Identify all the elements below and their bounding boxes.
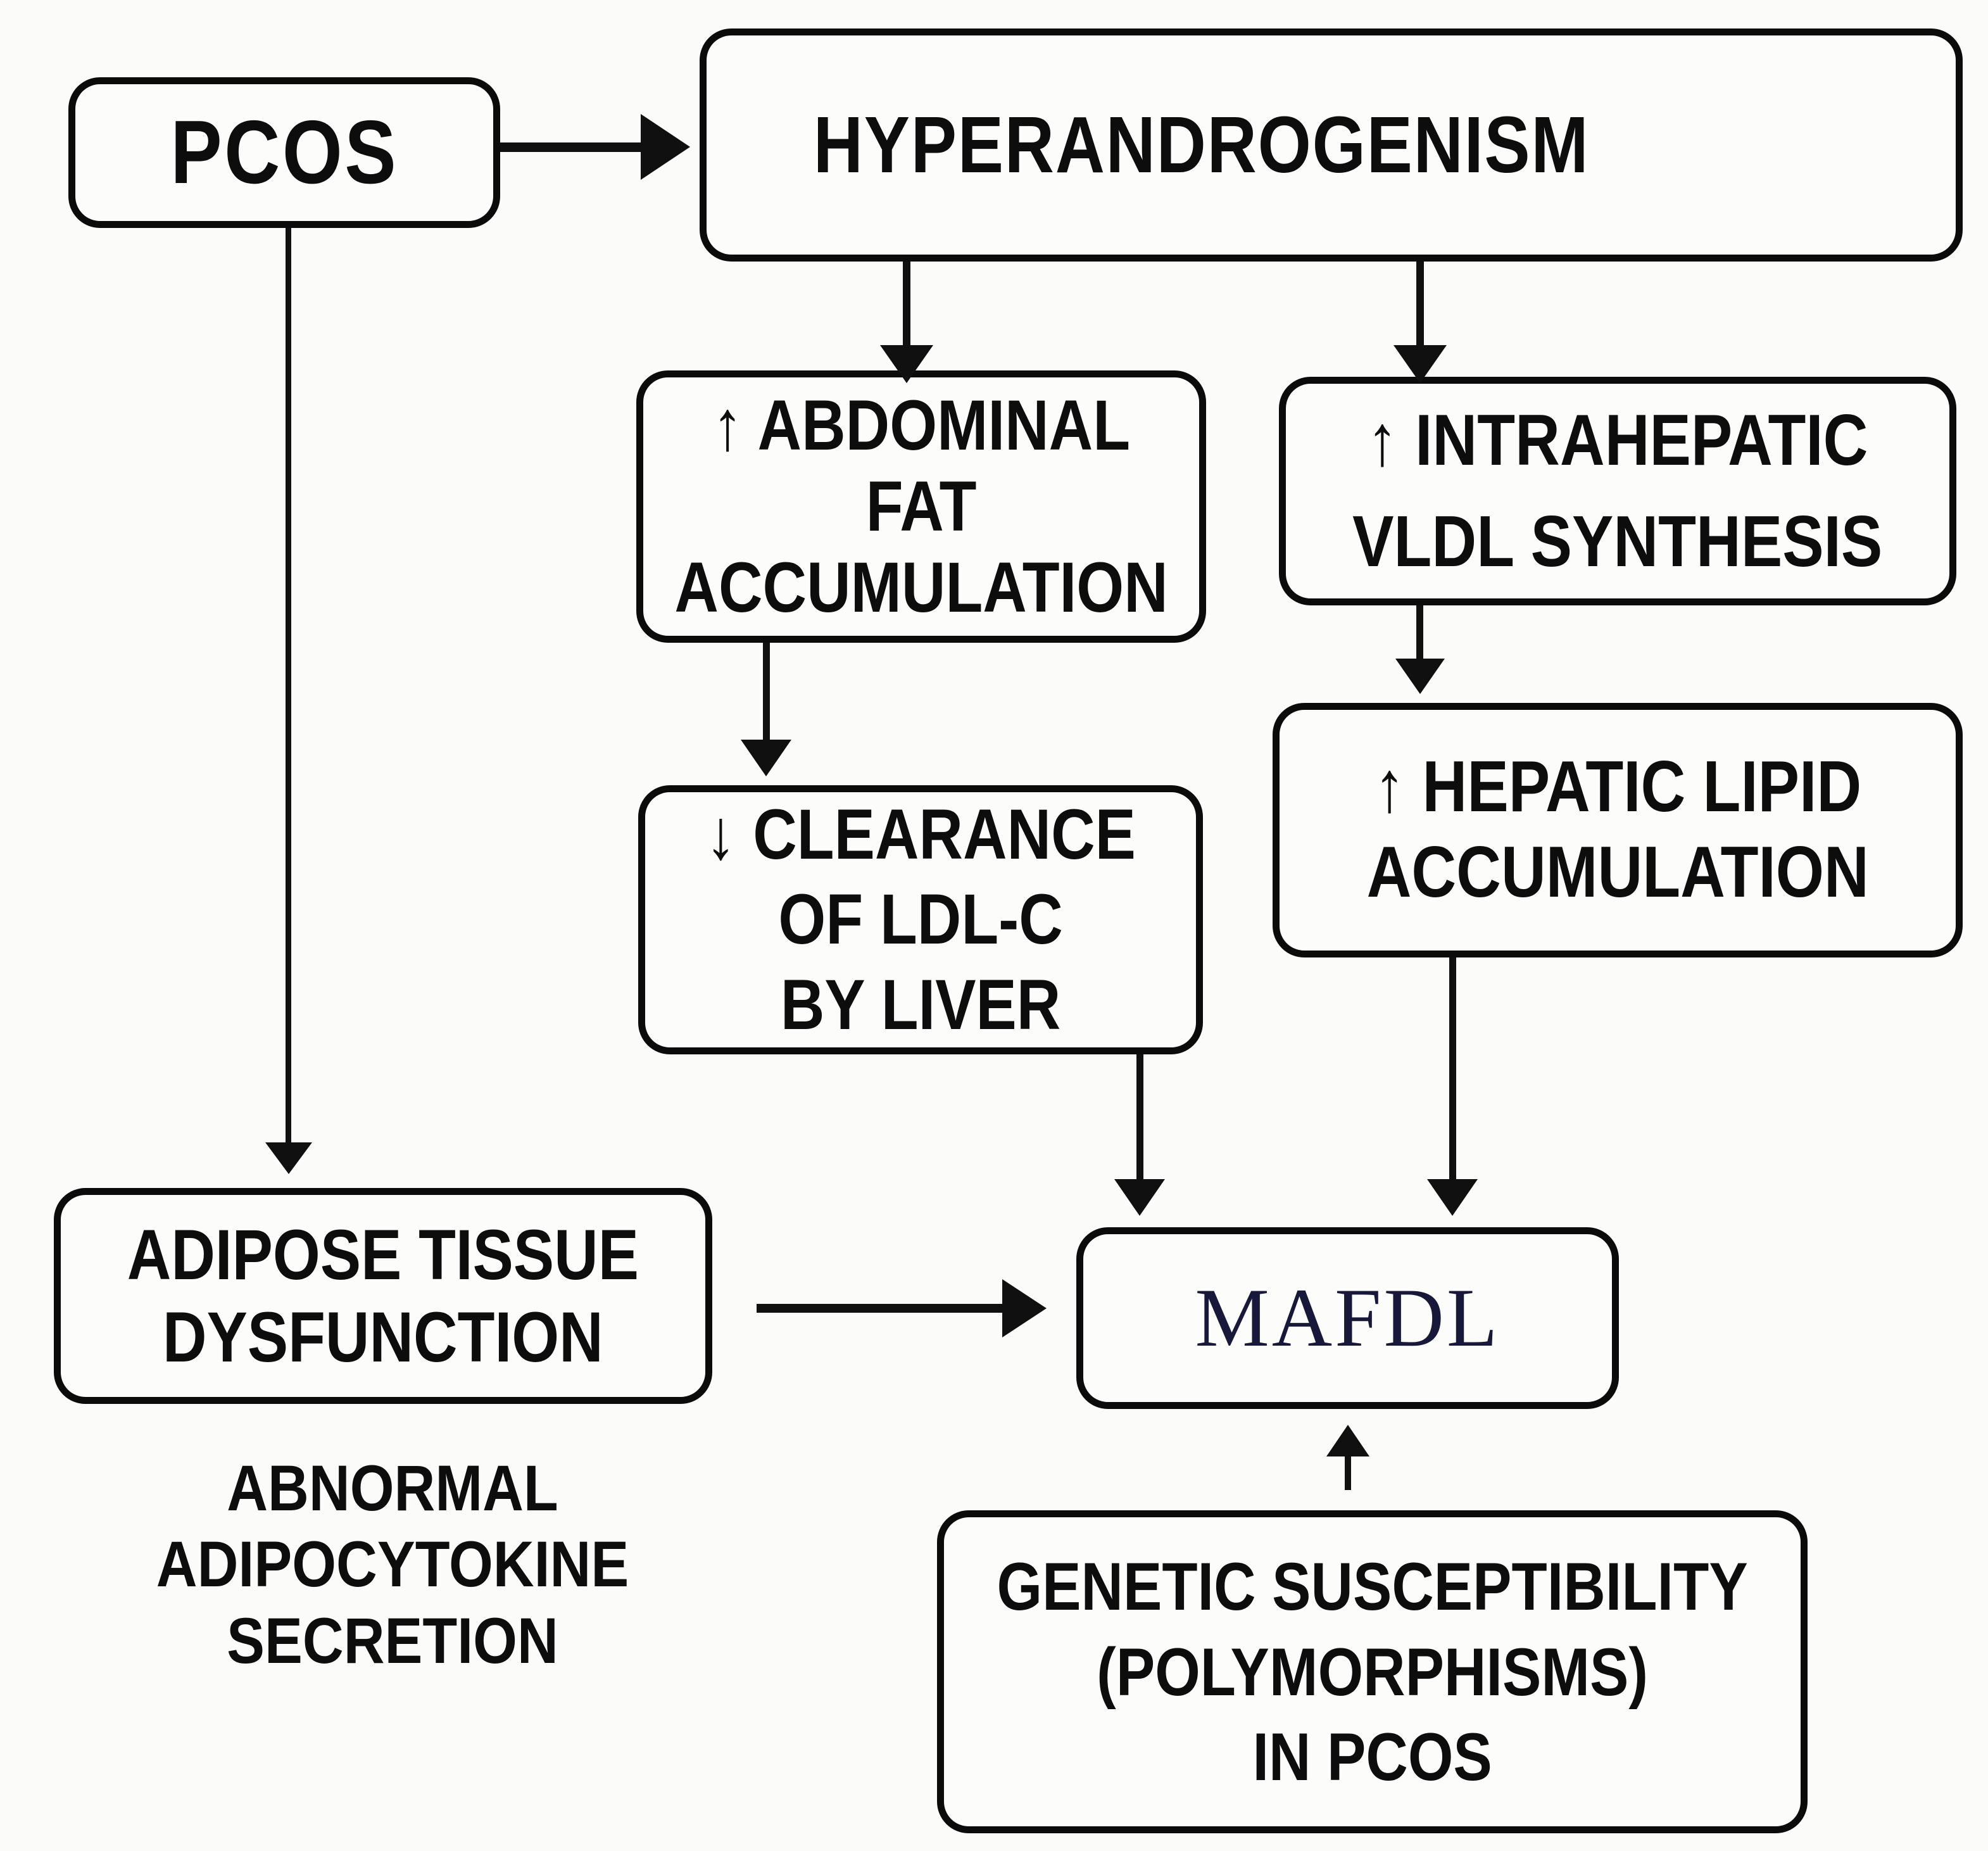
arrow-shaft [1416, 605, 1423, 660]
node-abdominal-fat-accumulation-label: ↑ ABDOMINAL FAT ACCUMULATION [674, 386, 1168, 627]
node-hepatic-lipid-accumulation-label: ↑ HEPATIC LIPID ACCUMULATION [1366, 747, 1869, 913]
arrow-right-head [641, 114, 690, 180]
node-mafdl: MAFDL [1076, 1227, 1619, 1409]
node-pcos-label: PCOS [170, 101, 398, 203]
note-abnormal-adipocytokine-secretion: ABNORMAL ADIPOCYTOKINE SECRETION [156, 1452, 629, 1677]
arrow-right-head [1002, 1279, 1047, 1337]
node-hepatic-lipid-accumulation: ↑ HEPATIC LIPID ACCUMULATION [1273, 703, 1963, 957]
arrow-shaft [1416, 262, 1424, 348]
arrow-shaft [1449, 957, 1456, 1180]
arrow-down-head [1427, 1179, 1478, 1216]
arrow-shaft [1136, 1054, 1143, 1181]
arrow-shaft [286, 228, 291, 1145]
arrow-down-head [265, 1142, 312, 1174]
arrow-up-head [1326, 1425, 1369, 1456]
arrow-down-head [880, 345, 933, 383]
node-genetic-susceptibility: GENETIC SUSCEPTIBILITY (POLYMORPHISMS) I… [937, 1510, 1808, 1833]
node-intrahepatic-vldl-synthesis-label: ↑ INTRAHEPATIC VLDL SYNTHESIS [1352, 400, 1883, 582]
node-adipose-tissue-dysfunction: ADIPOSE TISSUE DYSFUNCTION [54, 1188, 712, 1404]
node-mafdl-label: MAFDL [1195, 1271, 1500, 1365]
arrow-down-head [1395, 659, 1445, 694]
node-hyperandrogenism-label: HYPERANDROGENISM [813, 100, 1590, 190]
arrow-shaft [500, 142, 642, 152]
arrow-shaft [903, 262, 910, 348]
node-abdominal-fat-accumulation: ↑ ABDOMINAL FAT ACCUMULATION [636, 370, 1206, 643]
node-pcos: PCOS [68, 77, 500, 228]
arrow-shaft [1345, 1453, 1351, 1490]
node-genetic-susceptibility-label: GENETIC SUSCEPTIBILITY (POLYMORPHISMS) I… [997, 1548, 1748, 1795]
arrow-down-head [1393, 345, 1447, 383]
node-hyperandrogenism: HYPERANDROGENISM [700, 28, 1963, 262]
node-ldl-clearance-by-liver: ↓ CLEARANCE OF LDL-C BY LIVER [638, 785, 1203, 1054]
arrow-shaft [757, 1304, 1003, 1313]
node-intrahepatic-vldl-synthesis: ↑ INTRAHEPATIC VLDL SYNTHESIS [1279, 377, 1956, 605]
arrow-down-head [741, 740, 791, 776]
arrow-down-head [1114, 1179, 1165, 1216]
arrow-shaft [763, 643, 770, 741]
node-adipose-tissue-dysfunction-label: ADIPOSE TISSUE DYSFUNCTION [127, 1215, 639, 1377]
node-ldl-clearance-by-liver-label: ↓ CLEARANCE OF LDL-C BY LIVER [705, 794, 1136, 1044]
